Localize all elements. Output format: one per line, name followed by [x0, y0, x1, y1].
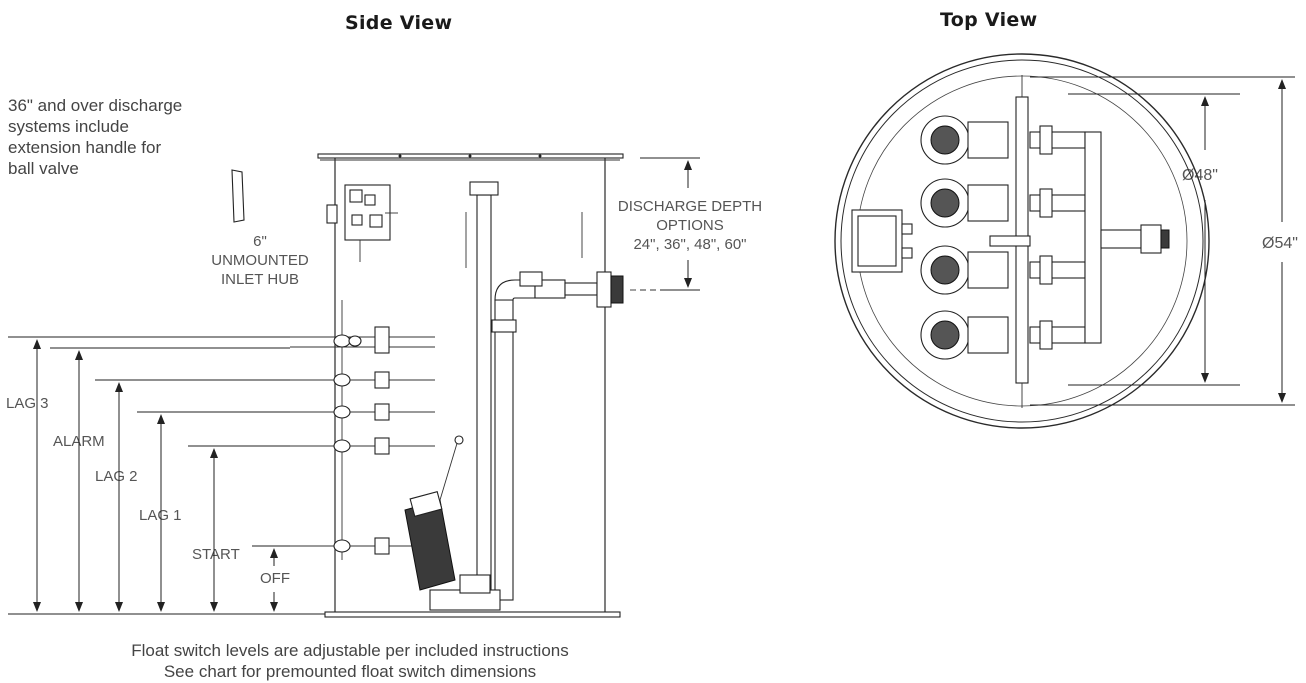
note-line: extension handle for [8, 138, 162, 157]
side-view-title: Side View [345, 12, 453, 34]
lag1-label: LAG 1 [137, 506, 184, 525]
manifold [989, 131, 1170, 344]
pump-top-3 [920, 245, 1086, 295]
inlet-hub-label: 6" UNMOUNTED INLET HUB [200, 232, 320, 289]
float-switch-footer: Float switch levels are adjustable per i… [40, 640, 660, 682]
float-switches [290, 300, 435, 560]
discharge-pipe [465, 181, 660, 606]
note-line: ball valve [8, 159, 79, 178]
control-box-top [851, 209, 913, 273]
inlet-hub-line: INLET HUB [220, 271, 300, 288]
diameter-dimensions [1030, 76, 1295, 406]
pump-top-4 [920, 310, 1086, 360]
pump [404, 435, 501, 611]
pump-top-1 [920, 115, 1086, 165]
discharge-depth-line: OPTIONS [656, 217, 724, 234]
discharge-depth-line: 24", 36", 48", 60" [633, 236, 747, 253]
off-label: OFF [258, 569, 292, 588]
inlet-hub-line: UNMOUNTED [211, 252, 309, 269]
basin [317, 153, 624, 618]
footer-line: Float switch levels are adjustable per i… [131, 641, 569, 660]
outer-diameter-label: Ø54" [1260, 234, 1300, 253]
discharge-depth-label: DISCHARGE DEPTH OPTIONS 24", 36", 48", 6… [605, 197, 775, 254]
top-view-title: Top View [940, 9, 1038, 31]
discharge-depth-line: DISCHARGE DEPTH [617, 198, 763, 215]
note-line: systems include [8, 117, 129, 136]
discharge-depth-dimension [640, 157, 700, 291]
inner-diameter-label: Ø48" [1180, 166, 1220, 185]
lag3-label: LAG 3 [4, 394, 51, 413]
start-label: START [190, 545, 242, 564]
side-view-drawing [8, 153, 700, 618]
extension-handle-note: 36" and over discharge systems include e… [8, 95, 182, 179]
footer-line: See chart for premounted float switch di… [163, 662, 537, 681]
pump-top-2 [920, 178, 1086, 228]
level-dimensions [8, 336, 325, 615]
lag2-label: LAG 2 [93, 467, 140, 486]
note-line: 36" and over discharge [8, 96, 183, 115]
top-view-drawing [834, 53, 1295, 429]
inlet-hub-line: 6" [253, 233, 267, 250]
control-box [326, 184, 398, 262]
inlet-hub [231, 169, 245, 223]
